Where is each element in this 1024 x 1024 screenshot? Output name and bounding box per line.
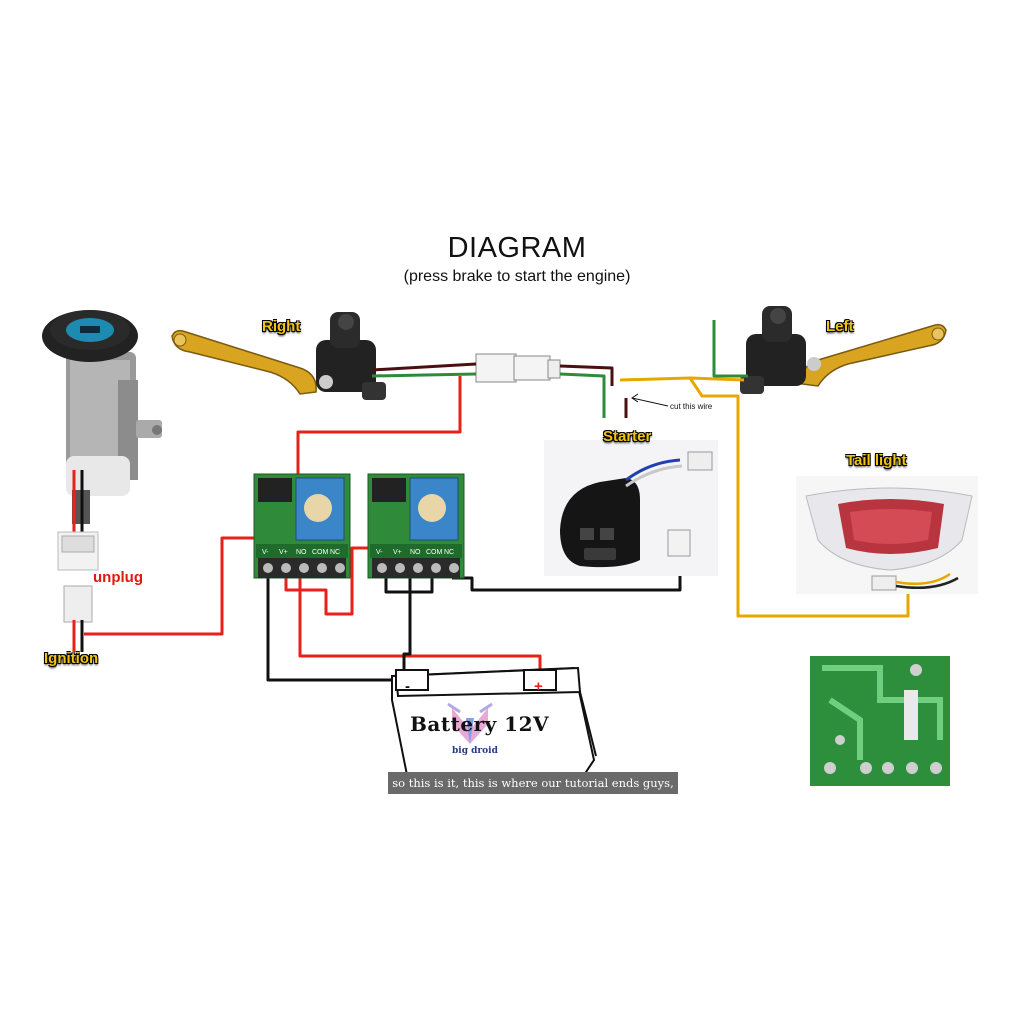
diagram-title: DIAGRAM [447, 232, 587, 264]
left-brake-lever [740, 306, 947, 394]
relay-pin-label: V- [376, 549, 383, 556]
battery-label: Battery 12V [410, 712, 550, 736]
relay-pin-label: NC [444, 549, 454, 556]
relay-pin-label: V- [262, 549, 269, 556]
tail-light [796, 476, 978, 594]
cut-wire-arrow [631, 393, 669, 407]
relay-module-2 [367, 473, 465, 579]
battery-pos-terminal [523, 669, 557, 691]
relay-pin-label: NO [410, 549, 421, 556]
relay-module-1 [253, 473, 351, 579]
battery-neg-terminal [395, 669, 429, 691]
right-brake-lever [171, 312, 386, 400]
tail-light-label: Tail light [846, 452, 907, 469]
video-caption: so this is it, this is where our tutoria… [388, 772, 678, 794]
ignition-switch [42, 310, 162, 524]
starter-switch [544, 440, 718, 576]
ignition-wires [57, 470, 99, 652]
battery [391, 666, 597, 791]
battery-pos-symbol: + [534, 678, 543, 695]
relay-pin-label: NC [330, 549, 340, 556]
relay-pin-label: NO [296, 549, 307, 556]
relay-2-screws [377, 563, 459, 573]
relay-1-screws [263, 563, 345, 573]
diagram-subtitle: (press brake to start the engine) [403, 268, 631, 285]
relay-pcb-back [810, 656, 950, 786]
battery-neg-symbol: - [405, 678, 410, 695]
ignition-label: Ignition [44, 650, 99, 667]
battery-watermark: big droid [452, 746, 498, 756]
relay-pin-label: COM [426, 549, 443, 556]
cut-wire-label: cut this wire [670, 402, 713, 411]
right-label: Right [262, 318, 301, 335]
wire-connector [475, 353, 561, 383]
relay-pin-label: V+ [279, 549, 288, 556]
relay-pin-label: V+ [393, 549, 402, 556]
left-label: Left [826, 318, 854, 335]
starter-label: Starter [603, 428, 652, 445]
big-droid-logo [447, 702, 493, 744]
relay-pin-label: COM [312, 549, 329, 556]
unplug-label: unplug [93, 569, 143, 586]
